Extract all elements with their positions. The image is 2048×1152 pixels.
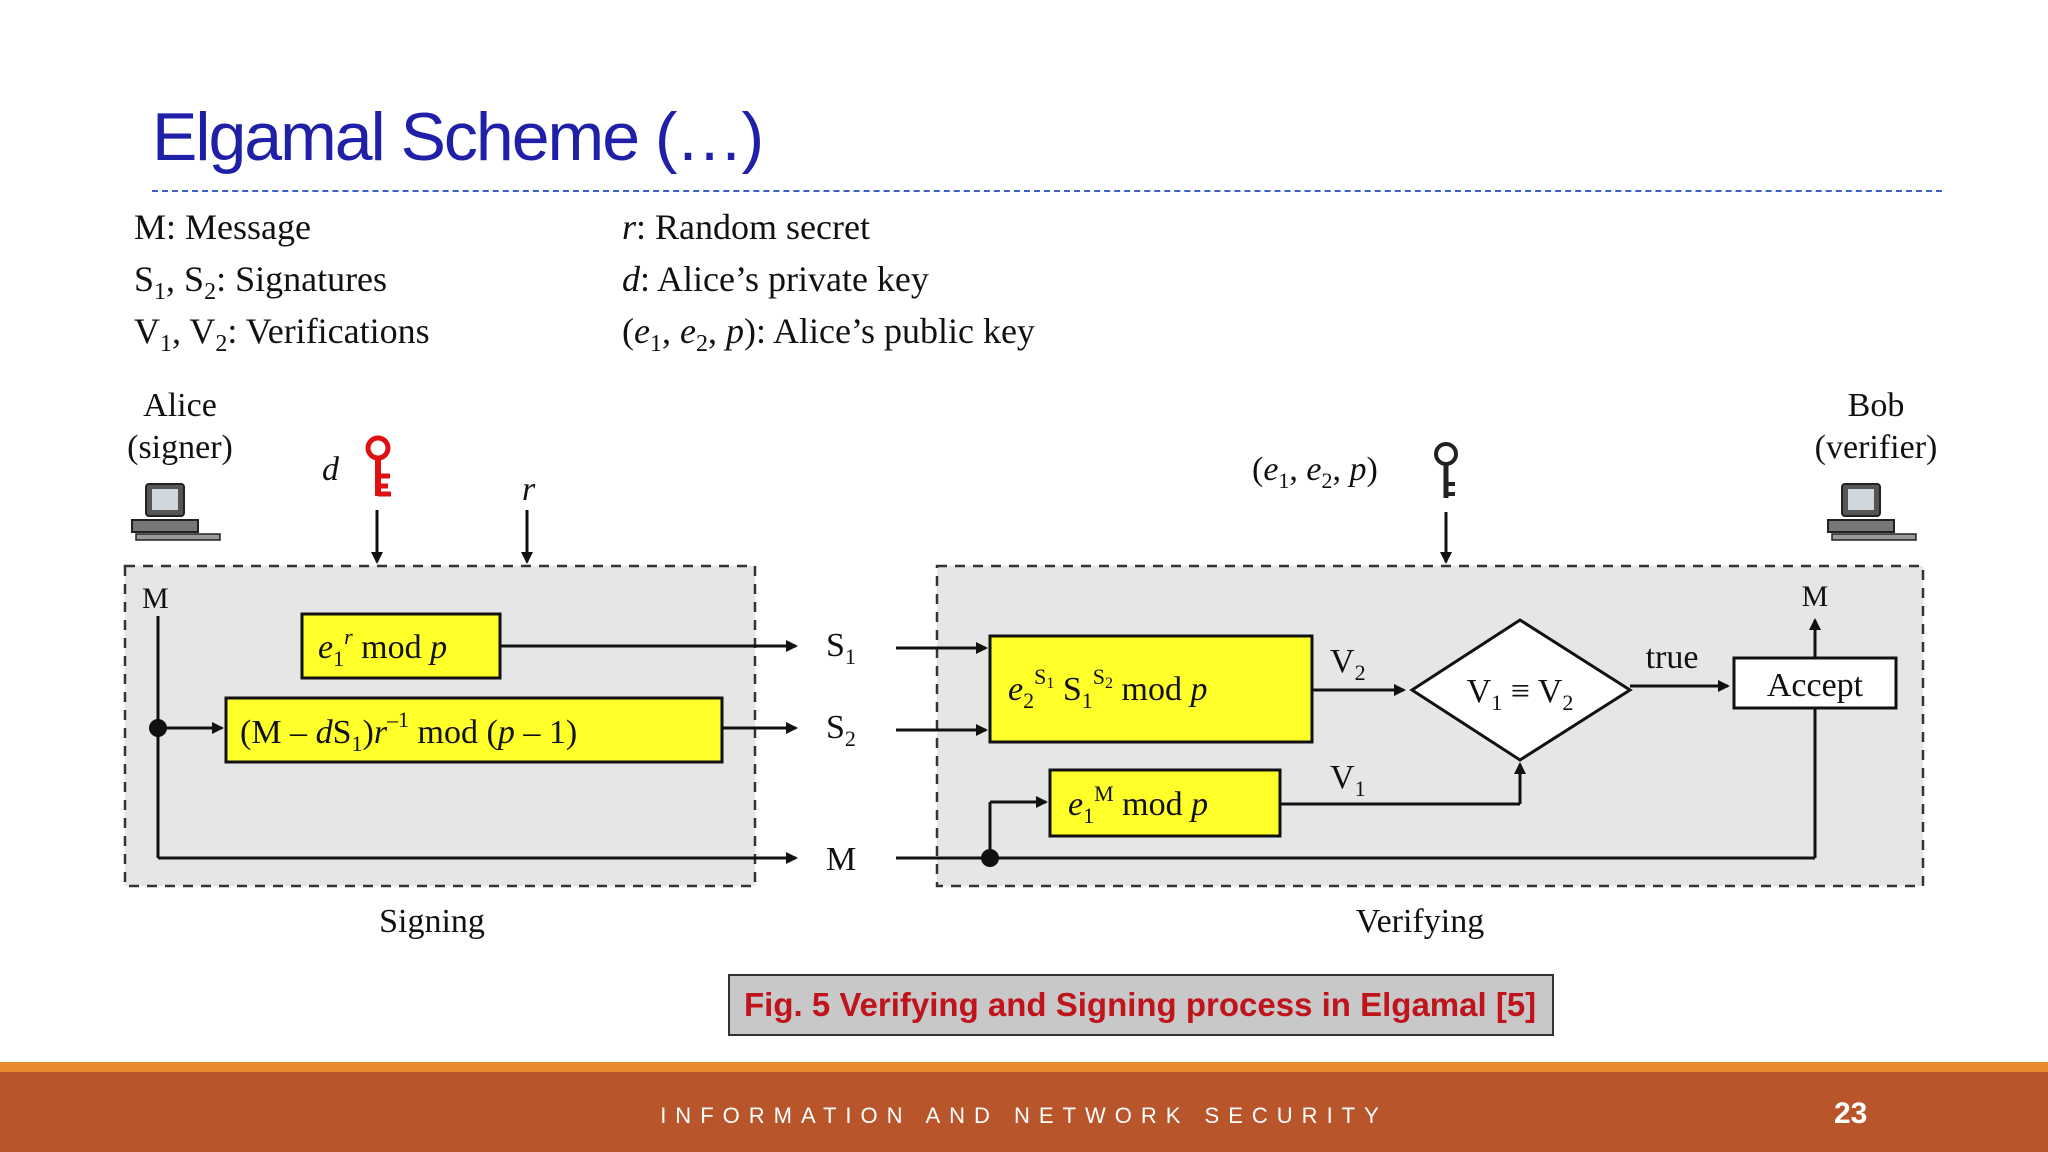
legend-verifications: V1, V2: Verifications bbox=[134, 311, 430, 358]
v1-formula: e1M mod p bbox=[1068, 781, 1208, 828]
alice-role: (signer) bbox=[127, 429, 233, 466]
s2-formula: (M – dS1)r–1 mod (p – 1) bbox=[240, 707, 577, 756]
true-label: true bbox=[1646, 639, 1699, 676]
title-divider bbox=[152, 190, 1942, 192]
v2-compute-box bbox=[988, 634, 1314, 744]
elgamal-diagram: Alice (signer) Bob (verifier) d r (e1, e… bbox=[123, 387, 1938, 940]
slide-title: Elgamal Scheme (…) bbox=[152, 99, 764, 175]
s1-label: S1 bbox=[826, 627, 856, 669]
figure-caption: Fig. 5 Verifying and Signing process in … bbox=[728, 974, 1554, 1036]
v1-compute-box bbox=[1048, 768, 1282, 838]
compare-diamond bbox=[1409, 618, 1633, 762]
alice-label: Alice bbox=[143, 387, 217, 424]
s1-formula: e1r mod p bbox=[318, 624, 447, 671]
bob-label: Bob bbox=[1848, 387, 1905, 424]
legend-private-key: d: Alice’s private key bbox=[622, 259, 929, 299]
v2-label: V2 bbox=[1330, 643, 1366, 685]
v2-formula: e2S1 S1S2 mod p bbox=[1008, 664, 1207, 713]
accept-label: Accept bbox=[1767, 667, 1864, 704]
private-key-icon bbox=[365, 435, 391, 497]
legend-signatures: S1, S2: Signatures bbox=[134, 259, 388, 306]
compare-label: V1 ≡ V2 bbox=[1467, 673, 1574, 715]
message-input-label: M bbox=[142, 582, 169, 615]
s2-compute-box bbox=[224, 696, 724, 764]
s2-label: S2 bbox=[826, 709, 856, 751]
footer-accent-line bbox=[0, 1062, 2048, 1072]
message-output-label: M bbox=[1802, 580, 1829, 613]
page-number: 23 bbox=[1834, 1097, 1868, 1130]
verifying-label: Verifying bbox=[1356, 903, 1484, 940]
computer-icon bbox=[1827, 483, 1917, 541]
public-key-icon bbox=[1434, 442, 1458, 498]
bob-role: (verifier) bbox=[1815, 429, 1938, 466]
message-channel-label: M bbox=[826, 841, 856, 878]
signing-label: Signing bbox=[379, 903, 485, 940]
public-key-label: (e1, e2, p) bbox=[1252, 451, 1378, 493]
random-label: r bbox=[522, 471, 536, 508]
footer-text: INFORMATION AND NETWORK SECURITY bbox=[660, 1103, 1388, 1128]
legend-message: M: Message bbox=[134, 207, 311, 247]
legend-random-secret: r: Random secret bbox=[622, 207, 870, 247]
private-key-label: d bbox=[322, 451, 340, 488]
computer-icon bbox=[131, 483, 221, 541]
legend-public-key: (e1, e2, p): Alice’s public key bbox=[622, 311, 1035, 358]
footer-bar bbox=[0, 1072, 2048, 1152]
